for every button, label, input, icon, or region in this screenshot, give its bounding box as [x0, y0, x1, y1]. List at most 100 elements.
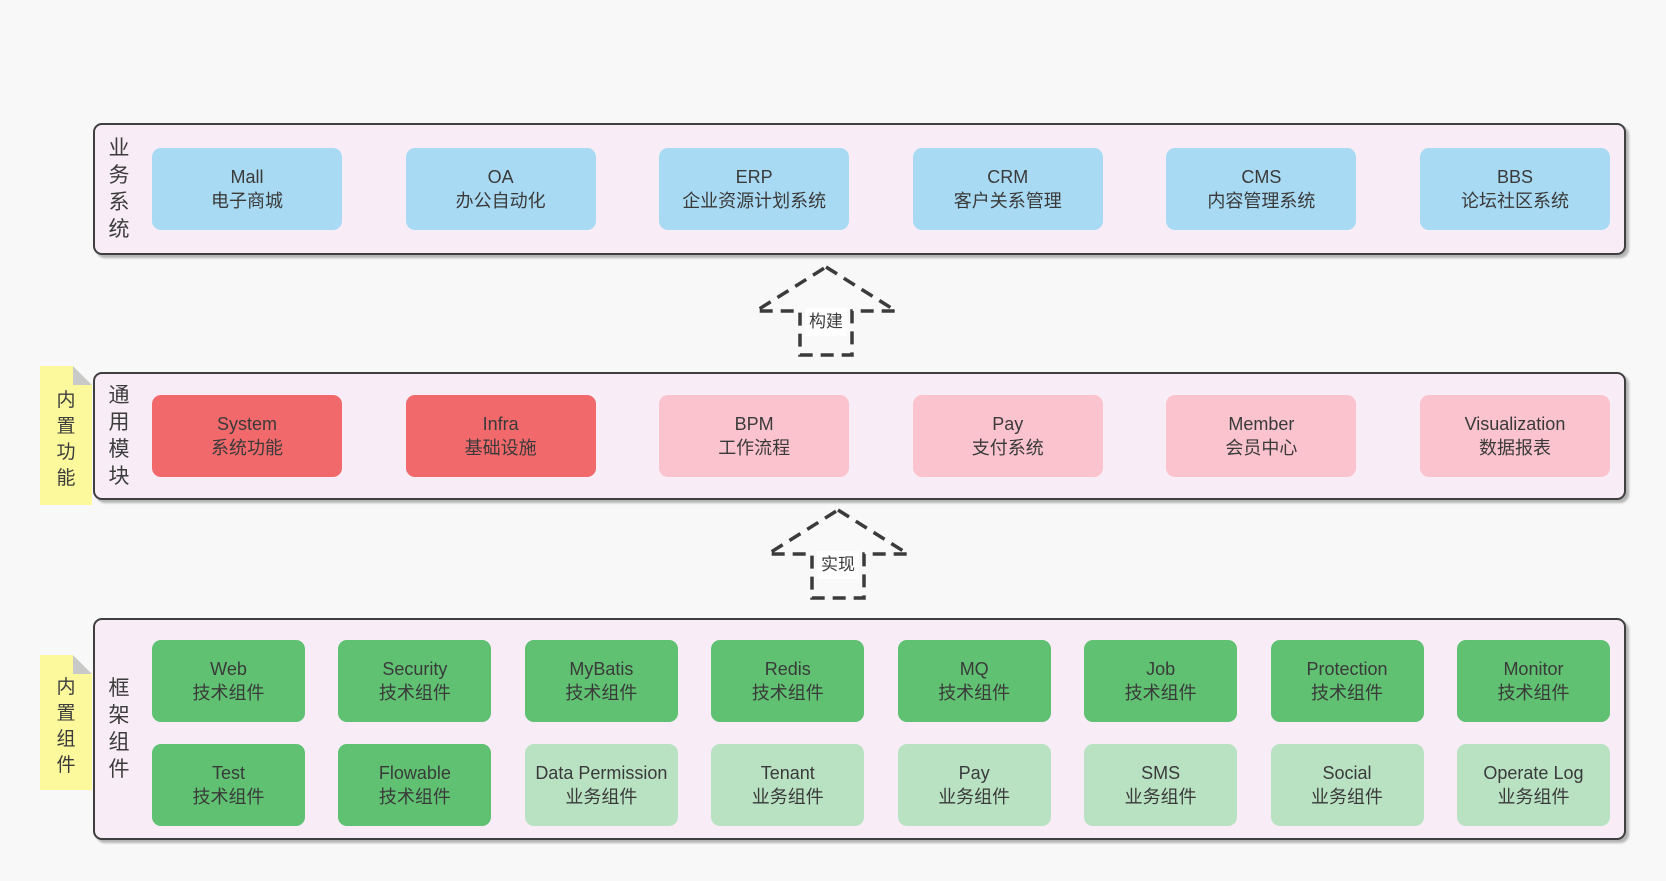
box-title: BPM: [734, 414, 774, 434]
box-subtitle: 技术组件: [1497, 683, 1570, 703]
modules-box-row: System 系统功能 Infra 基础设施 BPM 工作流程 Pay 支付系统…: [152, 374, 1610, 498]
box-web: Web 技术组件: [152, 640, 305, 722]
box-title: MyBatis: [569, 659, 634, 679]
box-title: Operate Log: [1483, 763, 1584, 783]
box-title: Security: [382, 659, 448, 679]
box-test: Test 技术组件: [152, 744, 305, 826]
box-title: Mall: [230, 167, 264, 187]
box-title: Visualization: [1464, 414, 1566, 434]
box-subtitle: 业务组件: [1497, 787, 1570, 807]
box-title: OA: [487, 167, 514, 187]
box-mq: MQ 技术组件: [897, 640, 1051, 722]
box-subtitle: 办公自动化: [455, 191, 546, 211]
build-arrow-label: 构建: [805, 308, 847, 336]
panel-framework-label: 框架组件: [108, 677, 130, 781]
box-subtitle: 业务组件: [1124, 787, 1197, 807]
implement-arrow: 实现: [763, 505, 913, 602]
box-subtitle: 技术组件: [378, 787, 451, 807]
panel-business-label: 业务系统: [108, 137, 130, 241]
box-data-permission: Data Permission 业务组件: [524, 744, 678, 826]
box-job: Job 技术组件: [1084, 640, 1238, 722]
box-title: Infra: [482, 414, 519, 434]
box-title: Flowable: [378, 763, 451, 783]
box-subtitle: 会员中心: [1225, 438, 1298, 458]
box-title: Job: [1146, 659, 1176, 679]
box-security: Security 技术组件: [338, 640, 492, 722]
box-title: Protection: [1306, 659, 1388, 679]
box-title: Web: [210, 659, 247, 679]
box-title: Data Permission: [535, 763, 668, 783]
build-arrow: 构建: [751, 262, 901, 359]
box-title: Monitor: [1503, 659, 1564, 679]
box-subtitle: 技术组件: [378, 683, 451, 703]
box-redis: Redis 技术组件: [711, 640, 865, 722]
box-tenant: Tenant 业务组件: [711, 744, 865, 826]
box-subtitle: 业务组件: [565, 787, 638, 807]
box-title: CRM: [987, 167, 1029, 187]
box-subtitle: 技术组件: [192, 683, 265, 703]
box-subtitle: 电子商城: [211, 191, 283, 211]
box-title: Test: [211, 763, 245, 783]
box-subtitle: 系统功能: [211, 438, 283, 458]
box-subtitle: 企业资源计划系统: [682, 191, 827, 211]
box-subtitle: 基础设施: [464, 438, 537, 458]
box-subtitle: 工作流程: [718, 438, 791, 458]
box-subtitle: 客户关系管理: [953, 191, 1062, 211]
framework-box-row-2: Test 技术组件 Flowable 技术组件 Data Permission …: [152, 744, 1610, 826]
box-cms: CMS 内容管理系统: [1166, 148, 1357, 230]
box-subtitle: 技术组件: [938, 683, 1011, 703]
box-title: ERP: [735, 167, 773, 187]
box-mybatis: MyBatis 技术组件: [524, 640, 678, 722]
box-oa: OA 办公自动化: [405, 148, 596, 230]
sticky-note-text: 内置组件: [56, 676, 76, 776]
box-title: BBS: [1496, 167, 1533, 187]
panel-common-modules: 通用模块 System 系统功能 Infra 基础设施 BPM 工作流程 Pay…: [93, 372, 1626, 500]
box-title: Pay: [992, 414, 1024, 434]
box-title: System: [216, 414, 277, 434]
box-subtitle: 支付系统: [971, 438, 1044, 458]
box-subtitle: 数据报表: [1478, 438, 1551, 458]
box-title: Tenant: [760, 763, 815, 783]
box-title: Social: [1322, 763, 1372, 783]
box-member: Member 会员中心: [1166, 395, 1357, 477]
sticky-note-text: 内置功能: [56, 389, 76, 489]
box-subtitle: 技术组件: [1311, 683, 1384, 703]
panel-modules-label: 通用模块: [108, 384, 130, 488]
box-title: Pay: [958, 763, 990, 783]
sticky-note-built-in-components: 内置组件: [40, 655, 92, 790]
box-erp: ERP 企业资源计划系统: [659, 148, 850, 230]
box-title: CMS: [1241, 167, 1282, 187]
box-title: Redis: [764, 659, 811, 679]
box-social: Social 业务组件: [1270, 744, 1424, 826]
box-subtitle: 业务组件: [938, 787, 1011, 807]
implement-arrow-label: 实现: [817, 551, 859, 579]
box-subtitle: 业务组件: [751, 787, 824, 807]
box-subtitle: 论坛社区系统: [1460, 191, 1569, 211]
box-operate-log: Operate Log 业务组件: [1456, 744, 1610, 826]
box-subtitle: 技术组件: [1124, 683, 1197, 703]
box-sms: SMS 业务组件: [1084, 744, 1238, 826]
framework-box-row-1: Web 技术组件 Security 技术组件 MyBatis 技术组件 Redi…: [152, 640, 1610, 722]
box-bbs: BBS 论坛社区系统: [1419, 148, 1610, 230]
box-monitor: Monitor 技术组件: [1456, 640, 1610, 722]
box-system: System 系统功能: [152, 395, 342, 477]
box-protection: Protection 技术组件: [1270, 640, 1424, 722]
box-subtitle: 技术组件: [192, 787, 265, 807]
box-flowable: Flowable 技术组件: [338, 744, 492, 826]
box-visualization: Visualization 数据报表: [1419, 395, 1610, 477]
sticky-note-built-in-features: 内置功能: [40, 366, 92, 505]
panel-framework-components: 框架组件 Web 技术组件 Security 技术组件 MyBatis 技术组件…: [93, 618, 1626, 840]
box-crm: CRM 客户关系管理: [912, 148, 1103, 230]
box-title: MQ: [959, 659, 989, 679]
box-bpm: BPM 工作流程: [659, 395, 850, 477]
box-title: Member: [1228, 414, 1295, 434]
box-pay-component: Pay 业务组件: [897, 744, 1051, 826]
box-mall: Mall 电子商城: [152, 148, 342, 230]
panel-business-systems: 业务系统 Mall 电子商城 OA 办公自动化 ERP 企业资源计划系统 CRM…: [93, 123, 1626, 255]
business-box-row: Mall 电子商城 OA 办公自动化 ERP 企业资源计划系统 CRM 客户关系…: [152, 125, 1610, 253]
box-infra: Infra 基础设施: [405, 395, 596, 477]
box-pay-system: Pay 支付系统: [912, 395, 1103, 477]
box-subtitle: 技术组件: [751, 683, 824, 703]
box-subtitle: 技术组件: [565, 683, 638, 703]
box-title: SMS: [1141, 763, 1181, 783]
